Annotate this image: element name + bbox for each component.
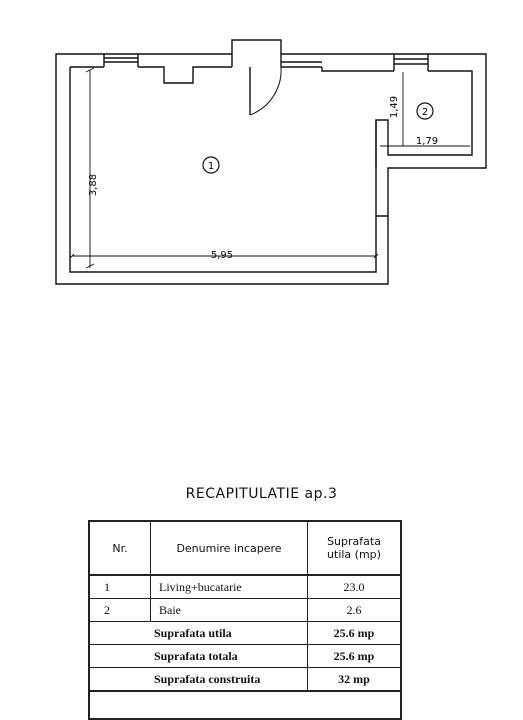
row-nr: 2 xyxy=(90,598,151,622)
row-nr: 1 xyxy=(90,575,151,599)
table-header-row: Nr. Denumire incapere Suprafata utila (m… xyxy=(90,522,400,576)
row-area: 23.0 xyxy=(307,575,400,599)
header-area: Suprafata utila (mp) xyxy=(307,522,400,576)
table-row: 2 Baie 2.6 xyxy=(90,598,400,622)
dim-width-bath-label: 1,79 xyxy=(416,136,438,147)
total-row: Suprafata totala 25.6 mp xyxy=(90,644,400,668)
row-name: Living+bucatarie xyxy=(150,575,308,599)
floor-plan: 1 2 3,88 5,95 1,49 1,79 xyxy=(55,39,487,285)
dim-width-main-label: 5,95 xyxy=(211,250,233,261)
recap-title: RECAPITULATIE ap.3 xyxy=(185,486,338,502)
header-nr: Nr. xyxy=(90,522,151,576)
total-label: Suprafata construita xyxy=(90,667,308,692)
total-value: 32 mp xyxy=(307,667,400,692)
total-value: 25.6 mp xyxy=(307,621,400,645)
inner-wall-top xyxy=(70,66,232,84)
row-name: Baie xyxy=(150,598,308,622)
dim-height-main-label: 3,88 xyxy=(88,174,99,196)
header-area-line1: Suprafata xyxy=(327,535,381,548)
total-row: Suprafata construita 32 mp xyxy=(90,667,400,692)
door-swing xyxy=(249,66,282,116)
header-name: Denumire incapere xyxy=(150,522,308,576)
total-label: Suprafata totala xyxy=(90,644,308,668)
recap-table: Nr. Denumire incapere Suprafata utila (m… xyxy=(88,520,402,720)
total-label: Suprafata utila xyxy=(90,621,308,645)
room-2-number: 2 xyxy=(422,107,428,118)
dim-height-bath-label: 1,49 xyxy=(389,96,400,118)
total-value: 25.6 mp xyxy=(307,644,400,668)
window-right xyxy=(393,54,429,71)
inner-wall-left xyxy=(69,67,388,273)
row-area: 2.6 xyxy=(307,598,400,622)
total-row: Suprafata utila 25.6 mp xyxy=(90,621,400,645)
room-1-marker xyxy=(202,156,220,174)
dim-height-main xyxy=(85,67,95,269)
room-2-marker xyxy=(416,102,434,120)
table-row: 1 Living+bucatarie 23.0 xyxy=(90,575,400,599)
outer-wall xyxy=(55,39,487,285)
dim-width-main xyxy=(69,253,379,259)
header-area-line2: utila (mp) xyxy=(327,548,381,561)
room-1-number: 1 xyxy=(208,161,214,172)
door-frame xyxy=(231,54,322,68)
window-left xyxy=(103,54,139,67)
